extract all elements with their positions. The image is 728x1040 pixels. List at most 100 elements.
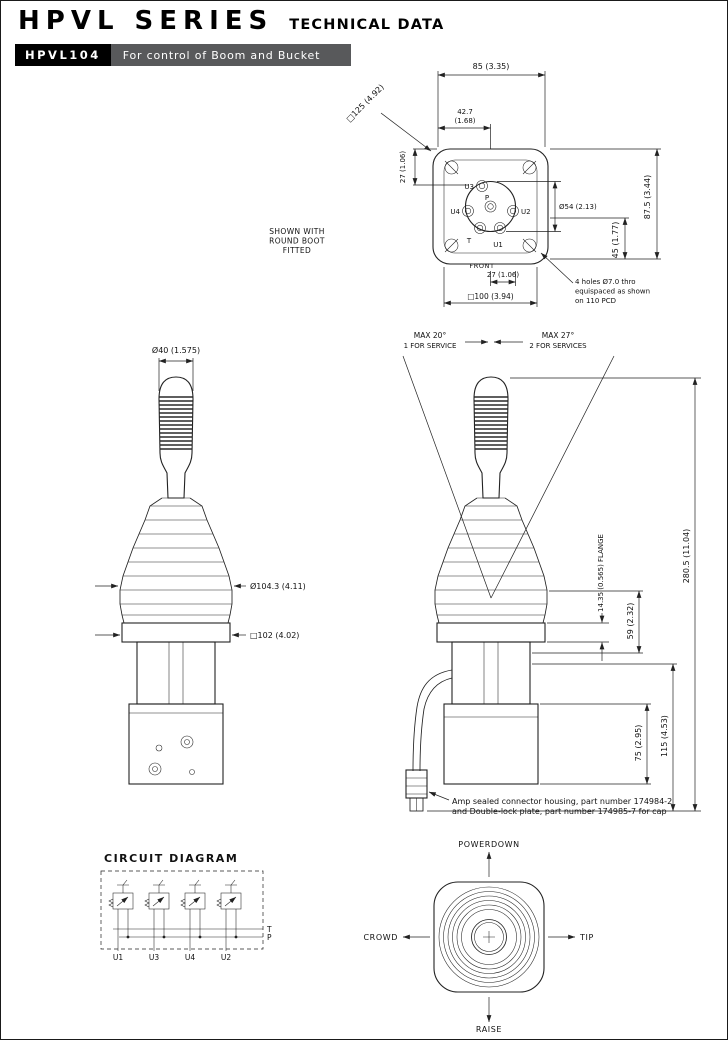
ext-lines-side	[413, 148, 469, 186]
upper-body-lines-side	[483, 642, 499, 704]
leader-holes-note	[540, 252, 574, 284]
tilt-envelope-lines	[402, 355, 615, 599]
dim-label-square-inner: □100 (3.94)	[467, 292, 513, 301]
angle-label-right-a: MAX 27°	[542, 331, 575, 340]
model-description-badge: For control of Boom and Bucket	[110, 44, 351, 66]
model-number-badge: HPVL104	[15, 44, 111, 66]
ext-lines-side-view	[427, 377, 701, 812]
dim-label-lower: 115 (4.53)	[660, 715, 669, 757]
page-header: HPVL SERIES TECHNICAL DATA	[18, 6, 444, 36]
dim-label-flange: 14.35 (0.565) FLANGE	[597, 534, 605, 612]
holes-note-line1: 4 holes Ø7.0 thro	[575, 278, 636, 286]
circuit-label-u3: U3	[149, 953, 159, 962]
valve-body-side	[443, 703, 539, 785]
circuit-label-u4: U4	[185, 953, 195, 962]
valve-body	[128, 703, 224, 785]
dim-label-side: 27 (1.06)	[399, 151, 407, 183]
dim-label-square-outer: □125 (4.92)	[345, 83, 386, 124]
circuit-label-u1: U1	[113, 953, 123, 962]
angle-label-right-b: 2 FOR SERVICES	[529, 342, 587, 350]
port-label-u2: U2	[521, 208, 531, 216]
dim-label-pitch-mm: 42.7	[457, 108, 473, 116]
leader-connector-note	[428, 791, 450, 801]
dim-label-bottom: 27 (1.06)	[487, 271, 519, 279]
dim-label-boot: Ø104.3 (4.11)	[250, 581, 306, 591]
boot-note-line3: FITTED	[283, 246, 311, 255]
circuit-boundary	[100, 870, 264, 950]
upper-body-lines	[168, 642, 184, 704]
port-label-u1: U1	[493, 241, 503, 249]
valve-symbol-u1	[108, 879, 134, 951]
flange-center-circle	[464, 180, 517, 233]
handle-outline	[158, 376, 194, 499]
dim-label-body: 75 (2.95)	[634, 725, 643, 762]
holes-note-line2: equispaced as shown	[575, 288, 650, 296]
model-badges: HPVL104 For control of Boom and Bucket	[15, 44, 351, 66]
valve-symbol-u2	[216, 879, 242, 951]
series-title: HPVL SERIES	[18, 6, 274, 36]
circuit-diagram: CIRCUIT DIAGRAM	[100, 852, 272, 962]
boot-note-line1: SHOWN WITH	[269, 227, 325, 236]
hydraulic-ports	[462, 180, 519, 234]
direction-label-left: CROWD	[363, 933, 398, 942]
joystick-side-view: MAX 20° 1 FOR SERVICE MAX 27° 2 FOR SERV…	[402, 331, 701, 816]
connector-note-line2: and Double-lock plate, part number 17498…	[452, 807, 667, 816]
handle-grip-ribs-side	[474, 396, 508, 450]
ext-lines-heights	[550, 148, 661, 260]
joystick-top-view: POWERDOWN RAISE CROWD TIP	[363, 840, 593, 1034]
front-label: FRONT	[469, 262, 494, 270]
dim-label-handle: Ø40 (1.575)	[152, 345, 200, 355]
handle-grip-ribs	[159, 396, 193, 450]
boot-fold-lines-side	[435, 497, 547, 616]
leader-square-outer	[380, 112, 432, 152]
dim-label-height-b: 45 (1.77)	[611, 222, 620, 259]
boot-rings	[438, 886, 540, 988]
circuit-label-p: P	[267, 933, 272, 942]
holes-note-line3: on 110 PCD	[575, 297, 616, 305]
dim-label-total: 280.5 (11.04)	[682, 529, 691, 584]
page-subtitle: TECHNICAL DATA	[289, 17, 445, 33]
upper-body-side	[451, 641, 531, 705]
flange-top-view: U3 P U4 U2 T U1 85 (3.35) □125 (4.92) 42…	[269, 62, 661, 307]
mounting-plate	[121, 622, 231, 643]
handle-top-inner-circle	[474, 922, 504, 952]
angle-label-left-a: MAX 20°	[414, 331, 447, 340]
port-label-t: T	[466, 237, 472, 245]
connector-note-line1: Amp sealed connector housing, part numbe…	[452, 797, 672, 806]
joystick-front-view: Ø40 (1.575) Ø104.3 (4.11) □102 (4.02)	[95, 345, 306, 785]
dim-label-plate: □102 (4.02)	[250, 631, 299, 640]
handle-outline-side	[473, 376, 509, 499]
boot-note-line2: ROUND BOOT	[269, 237, 325, 246]
center-cross	[483, 931, 495, 943]
direction-label-down: RAISE	[476, 1025, 502, 1034]
valve-symbol-u3	[144, 879, 170, 951]
dim-label-upper: 59 (2.32)	[626, 603, 635, 640]
circuit-label-t: T	[266, 925, 272, 934]
mounting-holes	[444, 160, 537, 253]
dim-label-width: 85 (3.35)	[473, 62, 510, 71]
tank-pressure-buses	[113, 928, 263, 938]
flange-inner-square	[443, 159, 538, 254]
ext-lines-square-inner	[443, 267, 538, 307]
dim-label-pitch-in: (1.68)	[454, 117, 475, 125]
direction-label-right: TIP	[579, 933, 594, 942]
circuit-label-u2: U2	[221, 953, 231, 962]
dim-label-circle: Ø54 (2.13)	[559, 203, 597, 211]
upper-body	[136, 641, 216, 705]
valve-body-details	[129, 712, 223, 776]
ext-lines-width	[437, 71, 546, 147]
ext-lines-handle	[158, 358, 194, 391]
cable	[412, 669, 453, 772]
circuit-title: CIRCUIT DIAGRAM	[104, 852, 238, 865]
port-label-p: P	[485, 194, 489, 202]
connector-detail-lines	[406, 777, 427, 795]
port-label-u4: U4	[450, 208, 460, 216]
top-view-body	[433, 881, 545, 993]
direction-label-up: POWERDOWN	[458, 840, 519, 849]
handle-top-circle	[471, 919, 507, 955]
port-label-u3: U3	[464, 183, 474, 191]
dim-label-height-a: 87.5 (3.44)	[643, 175, 652, 219]
ext-lines-circle	[497, 181, 561, 232]
